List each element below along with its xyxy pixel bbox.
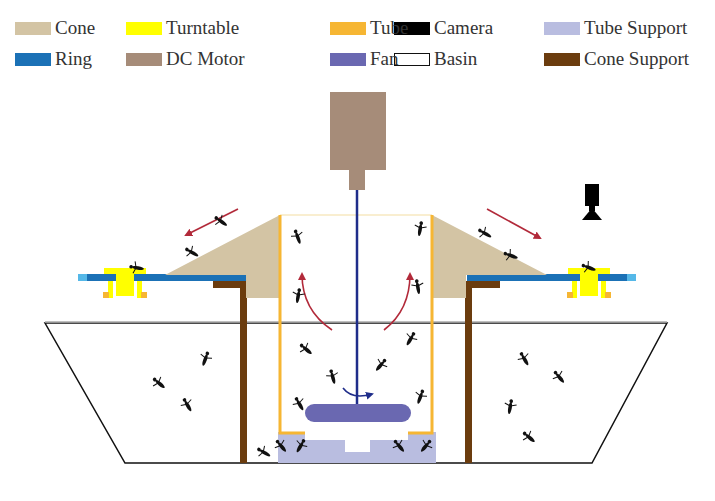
legend-text: Turntable [166,17,239,39]
legend-text: Camera [434,17,493,39]
legend-text: Basin [434,48,477,70]
dc-motor-neck [349,170,365,190]
legend-swatch [126,53,162,66]
tube-support [278,432,436,463]
legend-swatch [15,53,51,66]
legend-swatch [330,22,366,35]
ring-edge [627,274,636,281]
legend-text: Tube [370,17,408,39]
ring [467,274,636,281]
legend-text: Cone [55,17,95,39]
legend-text: Ring [55,48,92,70]
tube-support-notch [345,437,370,452]
flow-arrow [302,274,332,330]
cone-support [465,281,500,463]
legend-swatch [126,22,162,35]
camera [582,184,602,220]
legend: Cone Turntable Tube Camera Tube SupportRing D… [0,0,715,80]
flow-arrow [487,209,540,238]
legend-swatch [15,22,51,35]
shaft [356,190,359,410]
legend-text: Fan [370,48,399,70]
legend-text: DC Motor [166,48,245,70]
tube [408,215,432,433]
flow-arrow [384,274,410,330]
legend-swatch [544,22,580,35]
legend-text: Cone Support [584,48,689,70]
turntable [567,268,611,298]
rotation-arrow [343,388,372,396]
legend-swatch [330,53,366,66]
legend-swatch [394,53,430,66]
dc-motor [330,92,386,170]
cone [165,215,280,298]
mosquitoes [128,212,597,461]
cone-support [213,281,247,463]
flow-arrow [186,209,238,235]
legend-swatch [544,53,580,66]
ring-edge [78,274,87,281]
cone [432,215,547,298]
ring [78,274,246,281]
turntable [103,268,147,298]
legend-text: Tube Support [584,17,687,39]
fan [305,404,411,422]
